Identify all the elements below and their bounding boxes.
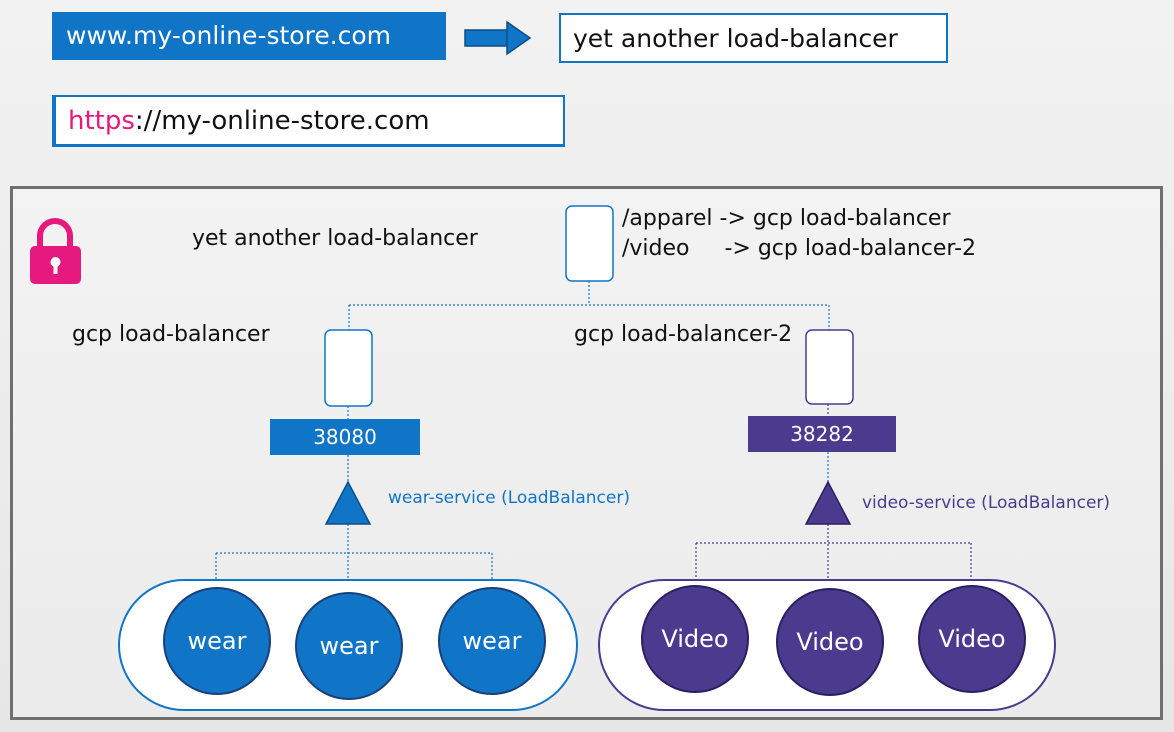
target-lb-box: yet another load-balancer	[559, 13, 948, 63]
video-pod: Video	[641, 585, 749, 693]
route-apparel: /apparel -> gcp load-balancer	[622, 206, 951, 231]
left-port-badge: 38080	[270, 419, 420, 455]
target-lb-text: yet another load-balancer	[573, 24, 898, 53]
wear-pod: wear	[438, 587, 546, 695]
url-rest: ://my-online-store.com	[134, 106, 430, 136]
entry-lb-box	[565, 205, 614, 282]
wear-service-triangle-icon	[324, 480, 372, 525]
route-video: /video -> gcp load-balancer-2	[622, 236, 976, 261]
pod-label: wear	[319, 632, 379, 660]
pod-label: wear	[187, 627, 247, 655]
right-lb-label: gcp load-balancer-2	[574, 322, 793, 347]
wear-pod: wear	[295, 592, 403, 700]
right-port-badge: 38282	[748, 416, 896, 452]
right-lb-box	[805, 329, 854, 405]
pod-label: Video	[938, 625, 1006, 653]
url-bar: https://my-online-store.com	[52, 95, 565, 147]
domain-text: www.my-online-store.com	[66, 21, 392, 50]
domain-box: www.my-online-store.com	[52, 12, 446, 60]
pod-label: wear	[462, 627, 522, 655]
video-service-label: video-service (LoadBalancer)	[862, 493, 1111, 513]
left-lb-label: gcp load-balancer	[72, 322, 270, 347]
video-service-triangle-icon	[804, 480, 852, 525]
entry-lb-label: yet another load-balancer	[192, 226, 478, 251]
wear-service-label: wear-service (LoadBalancer)	[388, 488, 630, 508]
wear-pod: wear	[163, 587, 271, 695]
url-protocol: https	[68, 106, 135, 136]
lock-icon	[30, 218, 81, 284]
left-lb-box	[324, 329, 373, 407]
pod-label: Video	[661, 625, 729, 653]
video-pod: Video	[918, 585, 1026, 693]
video-pod: Video	[776, 588, 884, 696]
pod-label: Video	[796, 628, 864, 656]
arrow-right-icon	[464, 20, 532, 56]
